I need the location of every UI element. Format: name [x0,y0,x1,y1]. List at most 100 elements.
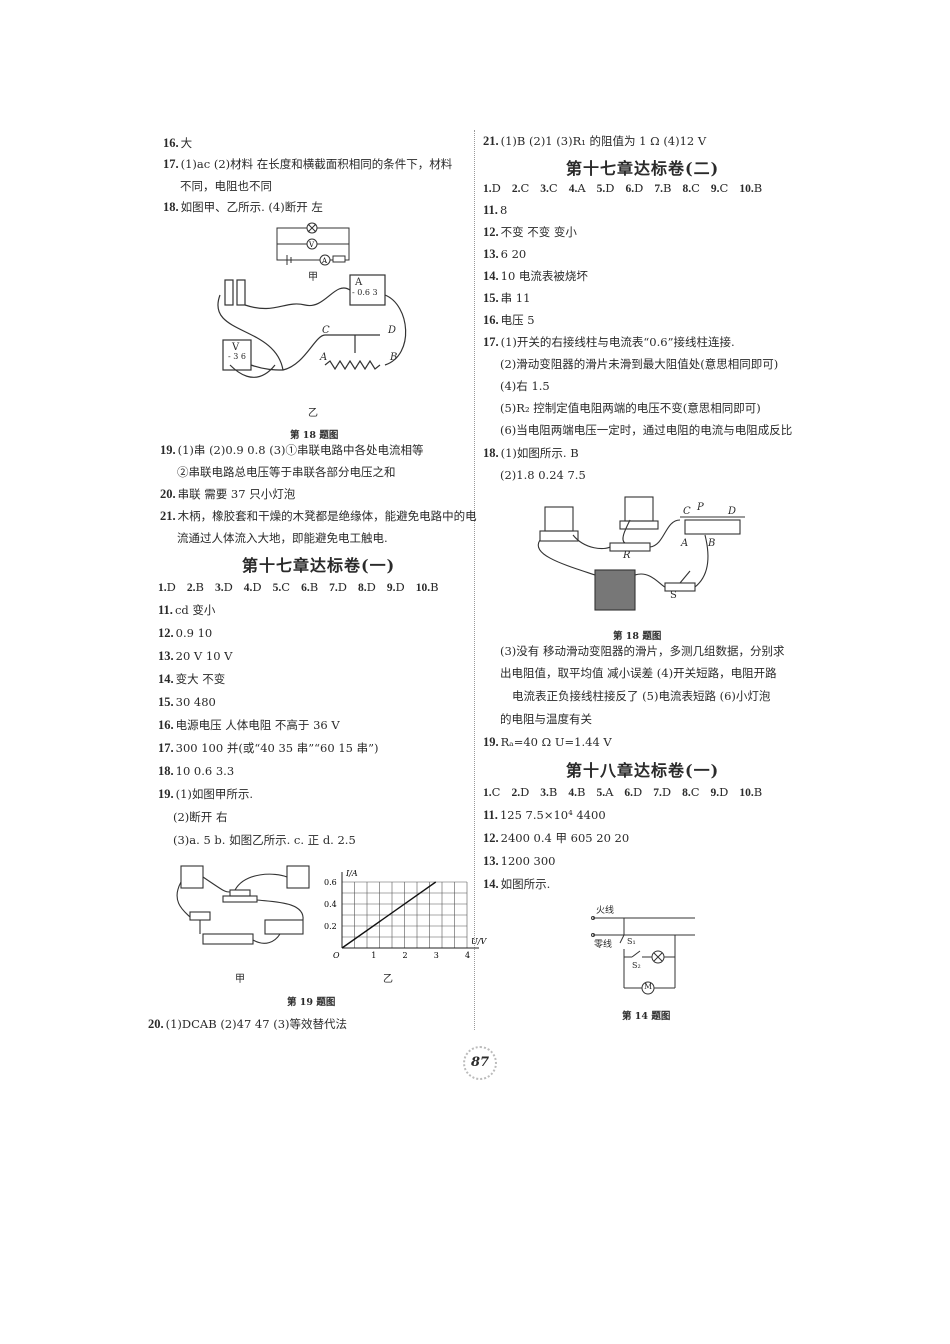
choice-item: 7.B [654,181,671,195]
answer-19: 19.Rₐ=40 Ω U=1.44 V [483,734,612,750]
fig19-label-jia: 甲 [235,974,245,985]
answer-17-part4: (4)右 1.5 [500,379,550,393]
q-num: 16. [163,136,179,150]
household-circuit-diagram [591,916,695,995]
svg-text:A: A [321,257,328,265]
q-num: 20. [160,487,176,501]
choice-item: 7.D [653,785,671,799]
answer-19-part3: (3)a. 5 b. 如图乙所示. c. 正 d. 2.5 [173,833,356,847]
q-num: 10. [415,582,431,594]
answer-18: 18.(1)如图所示. B [483,445,579,461]
q-text: 2400 0.4 甲 605 20 20 [500,831,630,845]
choice-letter: D [605,181,615,195]
fig18-label-yi: 乙 [308,408,318,419]
q-text: (1)如图甲所示. [175,787,254,801]
neutral-wire-label: 零线 [594,940,613,950]
answer-20: 20.(1)DCAB (2)47 47 (3)等效替代法 [148,1016,347,1032]
q-text: 不变 不变 变小 [500,225,577,239]
circuit-drawing-jia [176,865,310,945]
origin-label: O [333,951,340,960]
q-text: (1)如图所示. B [500,446,579,460]
choice-letter: B [309,580,319,594]
answer-16: 16.大 [163,135,192,151]
answer-13: 13.20 V 10 V [158,648,232,664]
x-tick-label: 1 [371,951,376,960]
circuit-diagram-jia: VA [276,222,350,266]
label-p: P [697,502,704,513]
label-d: D [728,506,737,517]
terminal-c: C [322,325,330,336]
q-num: 18. [483,446,499,460]
q-num: 1. [483,183,492,195]
label-b: B [708,538,716,549]
answer-11: 11.cd 变小 [158,602,215,618]
answer-17-part5: (5)R₂ 控制定值电阻两端的电压不变(意思相同即可) [500,401,761,415]
q-num: 15. [158,695,174,709]
q-num: 5. [596,183,606,195]
answer-19: 19.(1)串 (2)0.9 0.8 (3)①串联电路中各处电流相等 [160,442,424,458]
q-num: 10. [739,787,754,799]
choice-item: 1.D [158,580,176,594]
q-text: (1)DCAB (2)47 47 (3)等效替代法 [165,1017,348,1031]
choice-letter: B [430,580,439,594]
answer-12: 12.不变 不变 变小 [483,224,577,240]
q-num: 3. [540,787,549,799]
q-num: 8. [682,787,691,799]
choice-item: 5.C [273,580,290,594]
x-tick-label: 2 [403,951,408,960]
answer-13: 13.1200 300 [483,853,556,869]
q-text: 电压 5 [500,313,535,327]
choice-item: 3.D [215,580,233,594]
q-num: 1. [483,787,492,799]
q-num: 19. [158,787,174,801]
answer-17: 17.(1)ac (2)材料 在长度和横截面积相同的条件下，材料 [163,156,452,172]
answer-21-cont: 流通过人体流入大地，即能避免电工触电. [177,531,388,545]
terminal-d: D [388,325,397,336]
q-num: 12. [483,831,499,845]
answer-14: 14.10 电流表被烧坏 [483,268,588,284]
switch-s2-label: S₂ [632,961,641,970]
answer-18-part3b: 出电阻值，取平均值 减小误差 (4)开关短路，电阻开路 [500,666,777,680]
choice-letter: B [195,580,204,594]
choice-letter: C [491,785,501,799]
column-divider [474,130,475,1030]
switch-s1-label: S₁ [627,937,636,946]
choice-item: 2.C [512,181,529,195]
q-text: 变大 不变 [175,672,226,686]
answer-13: 13.6 20 [483,246,526,262]
q-num: 18. [163,200,179,214]
q-text: cd 变小 [174,603,216,617]
q-num: 6. [301,582,310,594]
choice-item: 4.D [244,580,262,594]
answer-15: 15.30 480 [158,694,216,710]
answer-19: 19.(1)如图甲所示. [158,786,253,802]
q-num: 4. [243,582,253,594]
choice-item: 4.A [569,181,586,195]
choice-letter: D [661,785,672,799]
q-num: 2. [186,582,196,594]
choice-letter: D [633,785,643,799]
answer-15: 15.串 11 [483,290,530,306]
answer-19-part2: (2)断开 右 [173,810,228,824]
q-text: (1)B (2)1 (3)R₁ 的阻值为 1 Ω (4)12 V [500,134,707,148]
choice-item: 6.B [301,580,318,594]
q-num: 14. [158,672,174,686]
choice-letter: D [634,181,644,195]
fig18-label-jia: 甲 [308,272,318,283]
q-text: 300 100 并(或“40 35 串”“60 15 串”) [175,741,379,755]
q-num: 5. [596,787,606,799]
q-num: 18. [158,764,174,778]
q-text: 串 11 [500,291,531,305]
choice-letter: A [577,181,586,195]
answer-18-part3a: (3)没有 移动滑动变阻器的滑片，多测几组数据，分别求 [500,644,785,658]
q-text: 0.9 10 [175,626,213,640]
choice-item: 6.D [624,785,642,799]
q-text: 如图所示. [500,877,551,891]
choice-letter: A [605,785,614,799]
q-num: 21. [160,509,176,523]
page-number: 87 [463,1046,497,1080]
q-num: 10. [739,183,754,195]
q-text: 木柄，橡胶套和干燥的木凳都是绝缘体，能避免电路中的电 [177,509,477,523]
q-text: (1)串 (2)0.9 0.8 (3)①串联电路中各处电流相等 [177,443,424,457]
q-num: 12. [483,225,499,239]
